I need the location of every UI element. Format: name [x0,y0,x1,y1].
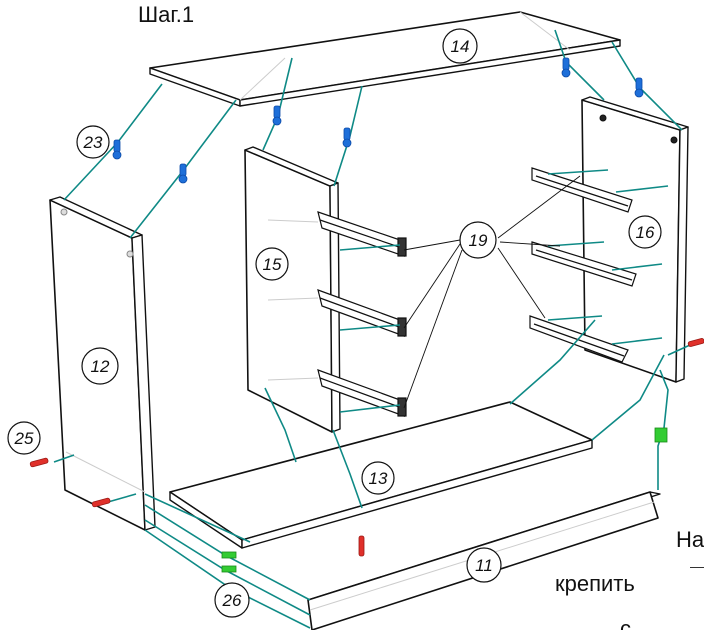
screw-icon [358,535,365,557]
panel-15-partition [244,146,341,433]
label-13: 13 [369,469,388,488]
dowel-icon [178,163,188,184]
dowel-icon [272,105,282,126]
callout-texts: 14 23 19 16 15 12 25 13 11 26 [14,37,655,610]
dowel-icon [342,127,352,148]
panel-14-top [149,11,621,107]
clips [221,427,668,573]
dowels [112,57,644,184]
screw-icon [29,457,49,468]
callout-19 [459,221,497,259]
screw-icon [91,497,111,508]
dowel-icon [561,57,571,78]
callout-25 [7,421,41,455]
instruction-text-line3: с [620,616,631,630]
label-19: 19 [469,231,488,250]
dowel-icon [112,139,122,160]
clip-icon [221,565,237,573]
instruction-text-line2: крепить [555,571,635,596]
callout-16 [628,215,662,249]
label-15: 15 [263,255,282,274]
label-11: 11 [475,556,493,575]
callout-15 [255,247,289,281]
label-26: 26 [222,591,242,610]
callout-23 [76,125,110,159]
instruction-text-line1: На [676,527,704,552]
callout-26 [214,582,250,618]
dowel-icon [634,77,644,98]
screw-icon [687,338,704,347]
label-12: 12 [91,357,110,376]
callout-13 [361,461,395,495]
callout-14 [442,28,478,64]
step-title: Шаг.1 [138,2,195,27]
label-23: 23 [83,133,103,152]
label-25: 25 [14,429,34,448]
runners-panel-15 [317,211,407,417]
screws [29,338,704,557]
clip-icon [654,427,668,443]
clip-icon [221,551,237,559]
leaders-19 [403,175,581,409]
label-14: 14 [451,37,470,56]
label-16: 16 [636,223,655,242]
callout-12 [81,347,119,385]
callouts [7,28,662,618]
callout-11 [466,547,502,583]
instruction-rule [690,567,704,568]
